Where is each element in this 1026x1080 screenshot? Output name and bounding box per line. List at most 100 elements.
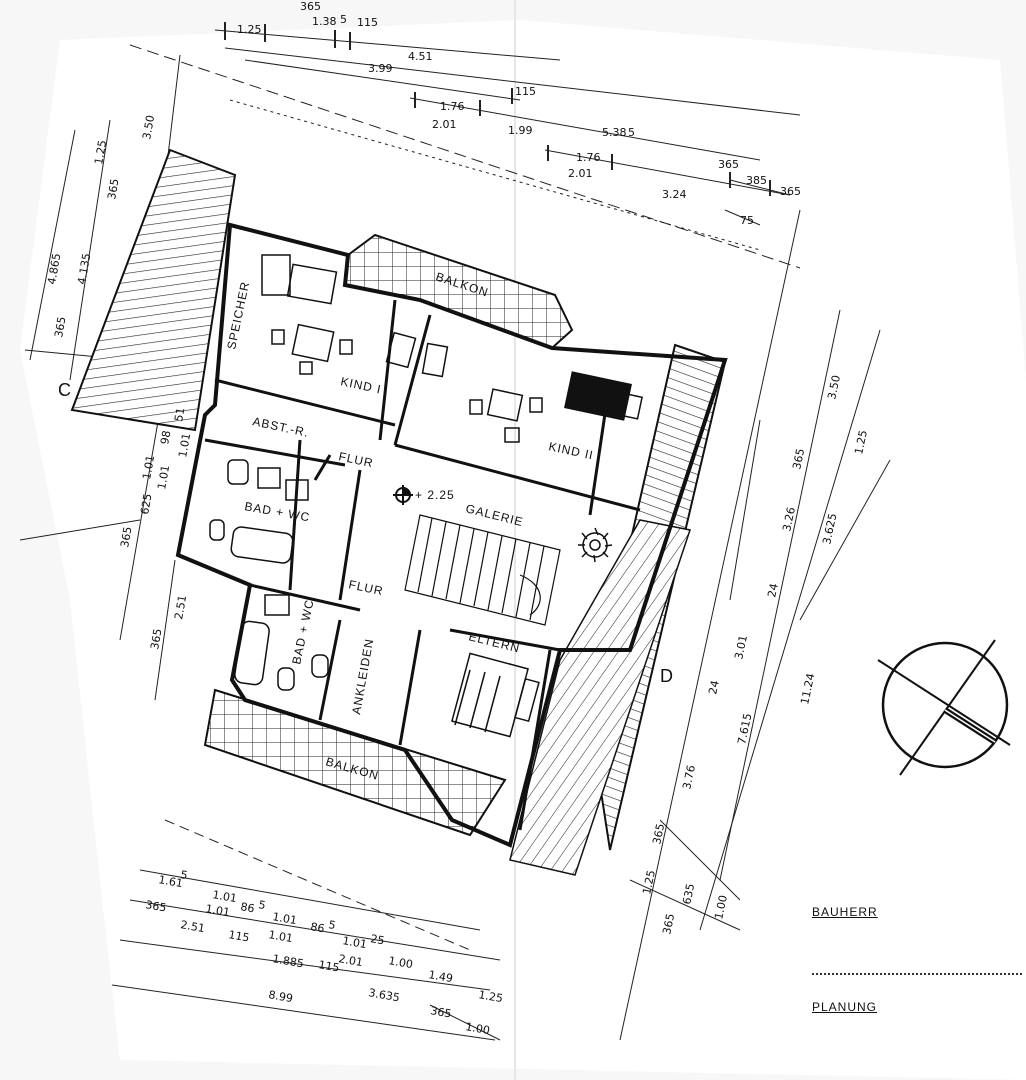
staircase [404, 514, 561, 626]
dim-label: 24 [765, 582, 781, 598]
dim-label: 365 [105, 178, 121, 201]
dim-label: 1.25 [852, 429, 870, 456]
dim-label: 5 [179, 868, 188, 882]
dim-label: 3.50 [825, 374, 843, 401]
dim-label: 7.615 [735, 712, 754, 746]
dim-label: 365 [718, 158, 739, 171]
dim-label: 3.50 [140, 114, 157, 140]
dim-label: 2.01 [337, 952, 363, 969]
dim-label: 4.865 [45, 252, 63, 285]
dim-label: 1.885 [271, 952, 304, 970]
dim-label: 86 [239, 900, 255, 915]
dim-label: 2.51 [179, 918, 205, 935]
dim-label: 385 [746, 174, 767, 187]
dim-label: 1.01 [204, 902, 230, 919]
dim-label: 4.135 [75, 252, 93, 285]
dim-label: 1.01 [341, 934, 367, 951]
section-marker-d: D [660, 666, 673, 686]
dim-label: 365 [144, 898, 167, 914]
dim-label: 3.99 [368, 62, 393, 75]
dim-label: 3.635 [367, 986, 400, 1004]
dim-label: 1.01 [271, 910, 297, 927]
dim-label: 115 [515, 85, 536, 98]
dim-label: 365 [790, 447, 807, 470]
dim-label: 365 [660, 912, 677, 935]
dim-label: 365 [52, 316, 68, 339]
dim-label: 365 [650, 822, 667, 845]
dim-label: 4.51 [408, 50, 433, 63]
dim-label: 2.01 [568, 167, 593, 180]
level-label: + 2.25 [415, 488, 455, 502]
dim-label: 1.00 [464, 1020, 490, 1037]
dim-label: 1.00 [387, 954, 413, 971]
dim-label: 115 [227, 928, 250, 944]
dim-label: 1.01 [267, 928, 293, 945]
dim-label: 24 [706, 679, 722, 695]
planung-label: PLANUNG [812, 1000, 878, 1014]
balcony-bottom [203, 688, 507, 837]
dim-label: 365 [780, 185, 801, 198]
dim-label: 2.51 [172, 594, 189, 620]
dim-label: 25 [369, 932, 385, 947]
dim-label: 1.01 [155, 464, 172, 490]
dim-label: 115 [317, 958, 340, 974]
dim-label: 3.01 [732, 634, 750, 661]
dimension-labels-top: 1.25 3.99 365 1.38 5 115 4.51 1.76 2.01 … [237, 0, 801, 227]
dim-label: 1.61 [157, 873, 183, 890]
dim-label: 1.38 [312, 15, 337, 28]
dim-label: 1.00 [712, 894, 730, 921]
north-arrow-icon [877, 639, 1011, 776]
dim-label: 1.25 [477, 988, 503, 1005]
dim-label: 3.24 [662, 188, 687, 201]
dim-label: 1.01 [176, 432, 193, 458]
dim-label: 1.49 [427, 968, 453, 985]
eltern-bed [451, 652, 540, 738]
level-marker-icon [393, 485, 413, 505]
dim-label: 635 [680, 882, 697, 905]
dim-label: 365 [300, 0, 321, 13]
dim-label: 1.76 [440, 100, 465, 113]
dim-label: 625 [138, 493, 154, 516]
dim-label: 1.99 [508, 124, 533, 137]
dim-label: 365 [429, 1004, 452, 1020]
dim-label: 3.26 [780, 506, 798, 533]
dim-label: 365 [118, 526, 134, 549]
section-marker-c: C [58, 380, 71, 400]
dim-label: 5 [257, 898, 266, 912]
dim-label: 2.01 [432, 118, 457, 131]
bauherr-label: BAUHERR [812, 905, 878, 919]
dim-label: 115 [357, 16, 378, 29]
dim-label: 1.25 [237, 23, 262, 36]
dim-label: 365 [148, 628, 164, 651]
outer-walls [175, 222, 728, 848]
dimension-labels-left: 3.50 1.25 365 4.865 4.135 365 51 98 1.01… [45, 114, 193, 650]
bathroom-fixtures [209, 459, 329, 691]
dim-label: 1.76 [576, 151, 601, 164]
dim-label: 5 [327, 918, 336, 932]
dimension-lines-bottom [111, 819, 501, 1041]
dim-label: 3.625 [820, 512, 839, 546]
kind1-furniture [261, 254, 417, 375]
kind2-furniture [421, 342, 643, 443]
dim-label: 11.24 [798, 672, 817, 706]
dim-label: 5 [340, 13, 347, 26]
dim-label: 5.38 [602, 126, 627, 139]
signature-line [812, 973, 1022, 975]
dim-label: 8.99 [267, 988, 293, 1005]
roof-left [70, 148, 237, 432]
dim-label: 98 [158, 429, 173, 445]
dimension-labels-right: 3.50 1.25 365 3.26 3.625 24 3.01 24 7.61… [640, 374, 870, 936]
dim-label: 5 [628, 126, 635, 139]
dim-label: 1.01 [140, 454, 157, 480]
dimension-labels-bottom: 1.61 5 365 1.01 1.01 86 5 1.01 1.01 86 5… [144, 868, 503, 1037]
dim-label: 3.76 [680, 764, 698, 791]
dim-label: 51 [172, 406, 187, 422]
dim-label: 86 [309, 920, 325, 935]
dim-label: 75 [740, 214, 754, 227]
dimension-lines-right [619, 209, 891, 1041]
dimension-ticks-top [224, 22, 771, 196]
dim-label: 1.01 [211, 888, 237, 905]
dim-label: 1.25 [640, 869, 658, 896]
